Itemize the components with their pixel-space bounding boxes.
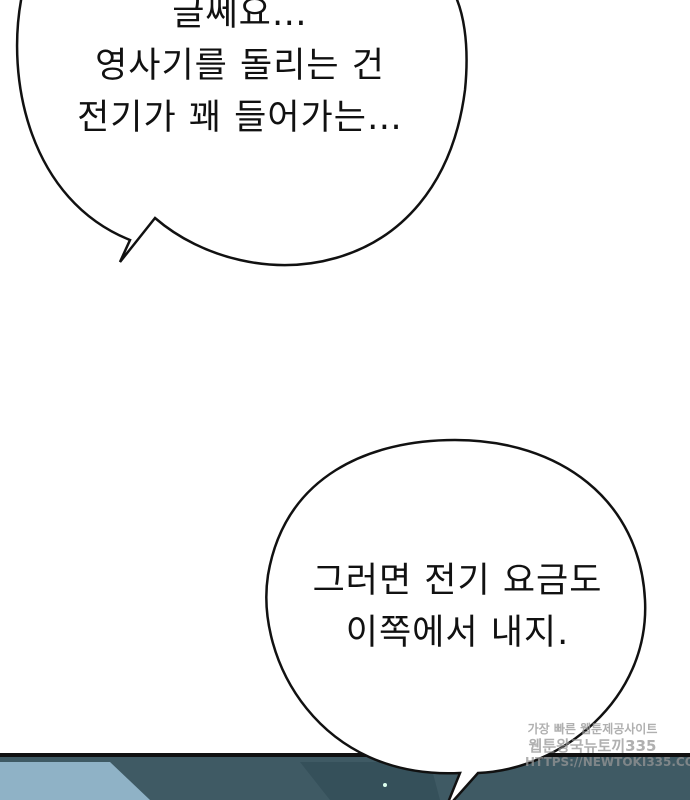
speech-line: 영사기를 돌리는 건	[95, 46, 385, 86]
speech-bubble-top	[15, 0, 468, 267]
watermark: 가장 빠른 웹툰제공사이트 웹툰왕국뉴토끼335 HTTPS://NEWTOKI…	[525, 722, 690, 770]
speech-text-bottom: 그러면 전기 요금도 이쪽에서 내지.	[270, 555, 645, 659]
speech-bubble-bottom	[265, 438, 647, 800]
speech-line: 이쪽에서 내지.	[345, 613, 570, 653]
watermark-line: HTTPS://NEWTOKI335.COM	[525, 755, 690, 769]
sparkle	[383, 783, 387, 787]
watermark-line: 웹툰왕국뉴토끼335	[528, 737, 657, 755]
speech-text-top: 글쎄요… 영사기를 돌리는 건 전기가 꽤 들어가는…	[25, 0, 455, 144]
panel-shadow-shape	[300, 762, 440, 800]
speech-line: 전기가 꽤 들어가는…	[77, 98, 403, 138]
speech-line: 글쎄요…	[172, 0, 308, 34]
panel-highlight	[0, 762, 150, 800]
watermark-line: 가장 빠른 웹툰제공사이트	[527, 722, 658, 736]
speech-line: 그러면 전기 요금도	[312, 561, 603, 601]
